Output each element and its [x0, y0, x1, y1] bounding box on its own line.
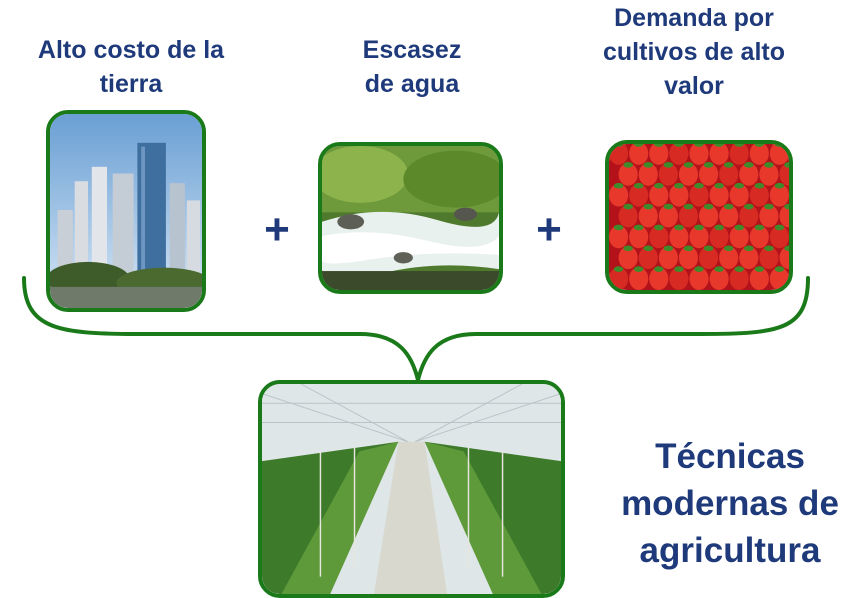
river-rapids-image — [318, 142, 503, 294]
city-skyline-image — [46, 110, 206, 312]
result-modern-agriculture-label: Técnicas modernas de agricultura — [621, 437, 839, 570]
strawberries-image — [605, 140, 793, 294]
label-land-cost: Alto costo de la tierra — [37, 36, 225, 98]
label-high-value-crops: Demanda por cultivos de alto valor — [603, 4, 785, 100]
label-water-scarcity: Escasez de agua — [362, 36, 462, 98]
plus-operator-1: + — [264, 205, 290, 254]
greenhouse-image — [258, 380, 565, 598]
plus-operator-2: + — [536, 205, 562, 254]
